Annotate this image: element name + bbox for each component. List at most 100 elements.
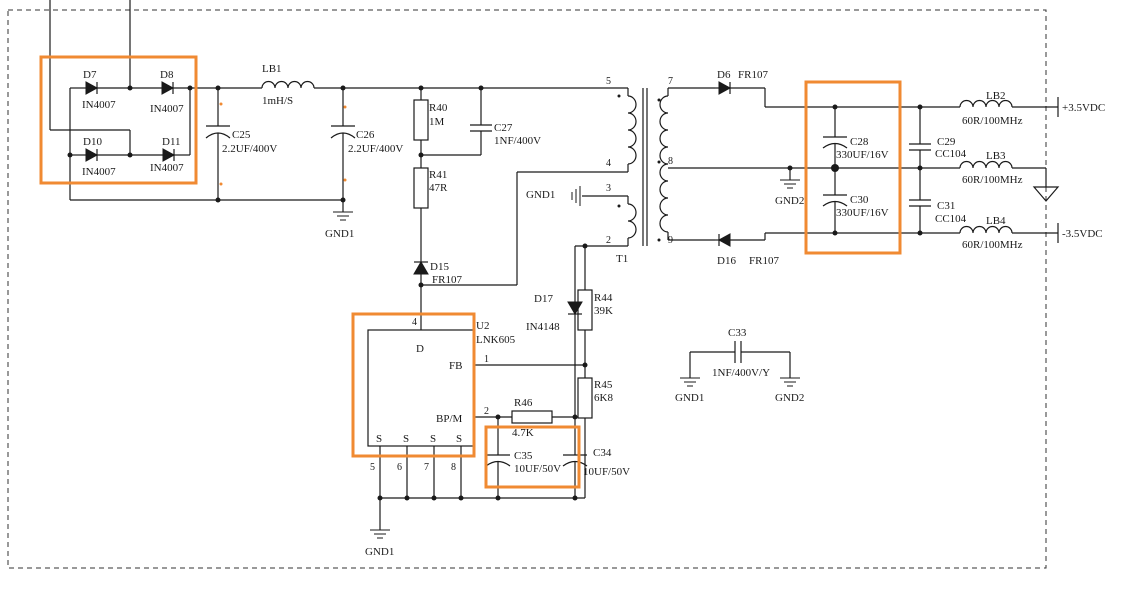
c26-label: C26: [356, 129, 375, 141]
r40-value: 1M: [429, 116, 445, 128]
gnd2-label-b: GND2: [775, 392, 804, 404]
c29-label: C29: [937, 136, 956, 148]
u2-num-6: 6: [397, 462, 402, 473]
u2-num-2: 2: [484, 406, 489, 417]
c31-label: C31: [937, 200, 955, 212]
d7-label: D7: [83, 69, 97, 81]
r45-label: R45: [594, 379, 613, 391]
r45-value: 6K8: [594, 392, 613, 404]
t1-pin-3: 3: [606, 183, 611, 194]
u2-pin-s4: S: [456, 433, 462, 445]
c34-label: C34: [593, 447, 612, 459]
u2-pin-bpm: BP/M: [436, 413, 463, 425]
c28-value: 330UF/16V: [836, 149, 889, 161]
output-filter-beads: [959, 97, 1060, 243]
lb4-value: 60R/100MHz: [962, 239, 1023, 251]
lb2-label: LB2: [986, 90, 1006, 102]
lb3-value: 60R/100MHz: [962, 174, 1023, 186]
d15-label: D15: [430, 261, 449, 273]
u2-pin-fb: FB: [449, 360, 462, 372]
c34-value: 10UF/50V: [583, 466, 630, 478]
t1-pin-4: 4: [606, 158, 611, 169]
t1-label: T1: [616, 253, 628, 265]
d6-value: FR107: [738, 69, 768, 81]
lb1-label: LB1: [262, 63, 282, 75]
c33-label: C33: [728, 327, 747, 339]
d11-label: D11: [162, 136, 181, 148]
board-outline: [7, 9, 1047, 569]
feedback-network: [380, 243, 593, 499]
c29-value: CC104: [935, 148, 967, 160]
r44-value: 39K: [594, 305, 613, 317]
gnd1-label-b: GND1: [526, 189, 555, 201]
u2-num-5: 5: [370, 462, 375, 473]
lb2-value: 60R/100MHz: [962, 115, 1023, 127]
r41-value: 47R: [429, 182, 448, 194]
ic-highlight-box: [351, 312, 476, 458]
u2-label: U2: [476, 320, 489, 332]
d10-value: IN4007: [82, 166, 116, 178]
gnd1-label-d: GND1: [675, 392, 704, 404]
r40-label: R40: [429, 102, 448, 114]
u2-num-4: 4: [412, 317, 417, 328]
feedback-caps-highlight-box: [484, 425, 581, 489]
output-rectifier: [715, 81, 960, 247]
u2-pin-s1: S: [376, 433, 382, 445]
d7-value: IN4007: [82, 99, 116, 111]
output-caps-highlight-box: [804, 80, 902, 255]
gnd1-symbol-transformer: [571, 186, 600, 206]
d16-label: D16: [717, 255, 736, 267]
t1-pin-7: 7: [668, 76, 673, 87]
c25-label: C25: [232, 129, 251, 141]
u2-num-8: 8: [451, 462, 456, 473]
r41-label: R41: [429, 169, 447, 181]
lb4-label: LB4: [986, 215, 1006, 227]
r44-label: R44: [594, 292, 613, 304]
d8-value: IN4007: [150, 103, 184, 115]
c25-value: 2.2UF/400V: [222, 143, 277, 155]
output-negative-label: -3.5VDC: [1062, 228, 1103, 240]
c30-label: C30: [850, 194, 869, 206]
c31-value: CC104: [935, 213, 967, 225]
lb1-value: 1mH/S: [262, 95, 293, 107]
t1-pin-5: 5: [606, 76, 611, 87]
gnd1-label-a: GND1: [325, 228, 354, 240]
gnd2-label-a: GND2: [775, 195, 804, 207]
c33-value: 1NF/400V/Y: [712, 367, 770, 379]
u2-num-1: 1: [484, 354, 489, 365]
d10-label: D10: [83, 136, 102, 148]
d11-value: IN4007: [150, 162, 184, 174]
d17-label: D17: [534, 293, 553, 305]
d8-label: D8: [160, 69, 174, 81]
u2-num-7: 7: [424, 462, 429, 473]
d17-value: IN4148: [526, 321, 560, 333]
t1-pin-9: 9: [668, 235, 673, 246]
d15-value: FR107: [432, 274, 462, 286]
u2-pin-d: D: [416, 343, 424, 355]
bridge-rectifier: [49, 0, 343, 201]
c28-label: C28: [850, 136, 869, 148]
u2-pin-s3: S: [430, 433, 436, 445]
c35-label: C35: [514, 450, 533, 462]
d6-label: D6: [717, 69, 731, 81]
u2-pin-s2: S: [403, 433, 409, 445]
r46-value: 4.7K: [512, 427, 534, 439]
gnd1-label-c: GND1: [365, 546, 394, 558]
c27-label: C27: [494, 122, 513, 134]
d16-value: FR107: [749, 255, 779, 267]
t1-pin-2: 2: [606, 235, 611, 246]
output-positive-label: +3.5VDC: [1062, 102, 1105, 114]
lb3-label: LB3: [986, 150, 1006, 162]
bridge-highlight-box: [39, 55, 198, 185]
t1-pin-8: 8: [668, 156, 673, 167]
output-capacitors: [779, 104, 960, 236]
r46-label: R46: [514, 397, 533, 409]
c35-value: 10UF/50V: [514, 463, 561, 475]
snubber-network: [413, 85, 610, 318]
c26-value: 2.2UF/400V: [348, 143, 403, 155]
u2-value: LNK605: [476, 334, 516, 346]
y-capacitor-c33: [679, 341, 801, 387]
c27-value: 1NF/400V: [494, 135, 541, 147]
transformer-t1: [575, 87, 835, 247]
